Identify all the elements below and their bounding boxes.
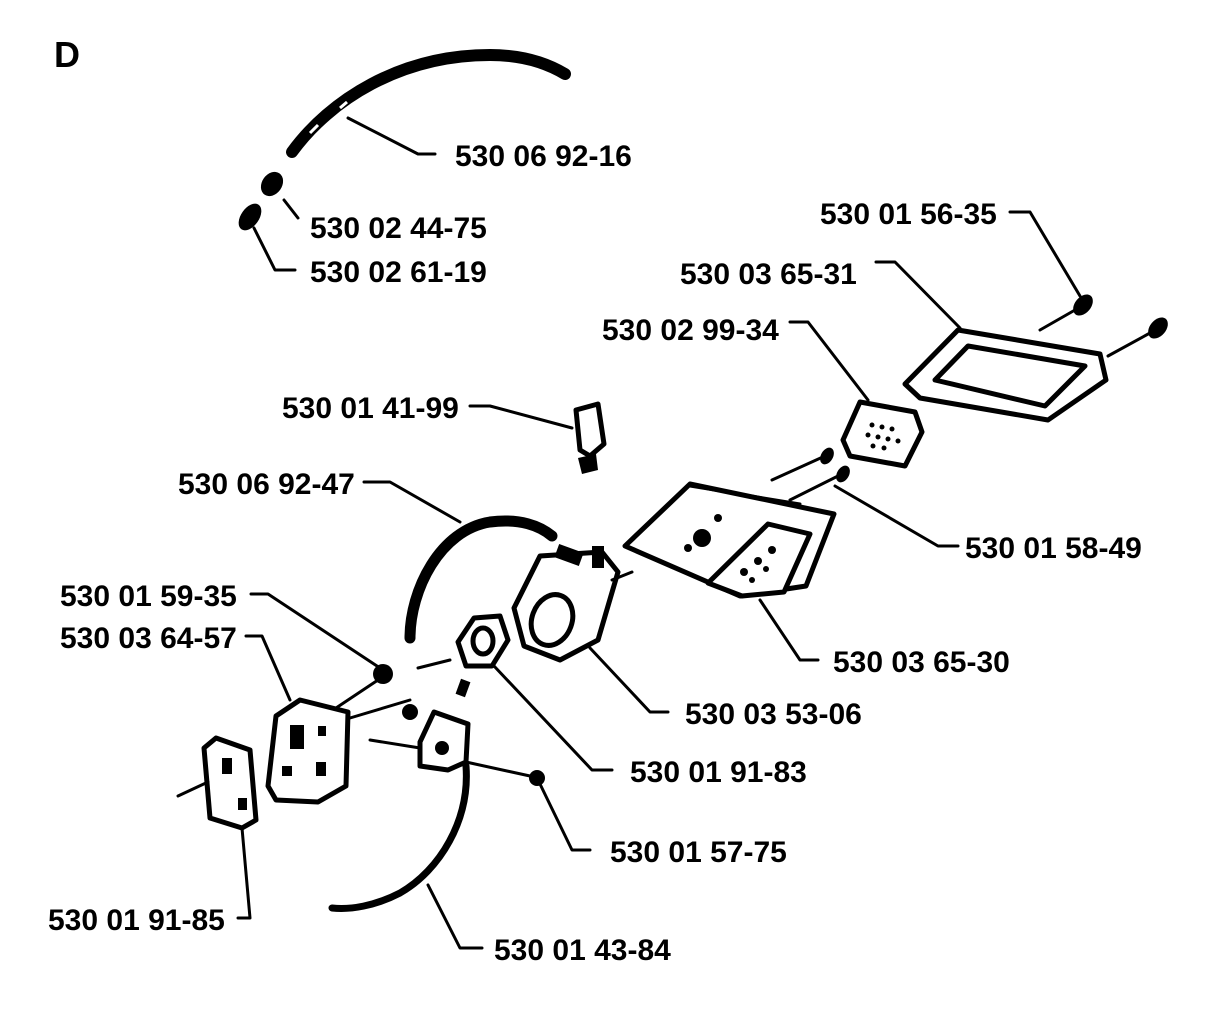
label-carburetor: 530 03 53-06 — [685, 698, 862, 731]
label-screw-3: 530 01 59-35 — [60, 580, 237, 613]
cover-drawing — [902, 294, 1168, 423]
label-tube: 530 06 92-47 — [178, 468, 355, 501]
leader-lines — [236, 116, 1082, 950]
fuel-line-drawing — [286, 48, 571, 158]
label-primer: 530 01 41-99 — [282, 392, 459, 425]
label-filter-a: 530 02 44-75 — [310, 212, 487, 245]
plate-drawing — [265, 697, 351, 805]
section-letter: D — [54, 34, 80, 75]
fuel-filter-drawing-a — [260, 171, 284, 197]
bracket-drawing — [368, 704, 545, 786]
label-screw-2: 530 01 58-49 — [965, 532, 1142, 565]
label-air-filter: 530 02 99-34 — [602, 314, 779, 347]
label-plate: 530 03 64-57 — [60, 622, 237, 655]
gasket-1-drawing — [455, 613, 511, 698]
label-cable: 530 01 43-84 — [494, 934, 671, 967]
label-housing: 530 03 65-30 — [833, 646, 1010, 679]
label-gasket-1: 530 01 91-83 — [630, 756, 807, 789]
housing-drawing — [622, 481, 837, 599]
long-screw-drawing — [328, 658, 452, 720]
part-number-labels: 530 06 92-16 530 02 44-75 530 02 61-19 5… — [48, 140, 1142, 967]
tube-drawing — [404, 515, 558, 644]
fuel-filter-drawing-b — [238, 203, 262, 231]
gasket-2-drawing — [176, 735, 259, 831]
primer-drawing — [573, 401, 607, 474]
label-fuel-line: 530 06 92-16 — [455, 140, 632, 173]
label-gasket-2: 530 01 91-85 — [48, 904, 225, 937]
label-screw-1: 530 01 56-35 — [820, 198, 997, 231]
cable-drawing — [328, 762, 470, 912]
carburetor-drawing — [511, 543, 634, 663]
label-filter-b: 530 02 61-19 — [310, 256, 487, 289]
label-screw-4: 530 01 57-75 — [610, 836, 787, 869]
housing-screws-drawing — [770, 447, 850, 502]
air-filter-drawing — [840, 399, 925, 469]
label-cover: 530 03 65-31 — [680, 258, 857, 291]
